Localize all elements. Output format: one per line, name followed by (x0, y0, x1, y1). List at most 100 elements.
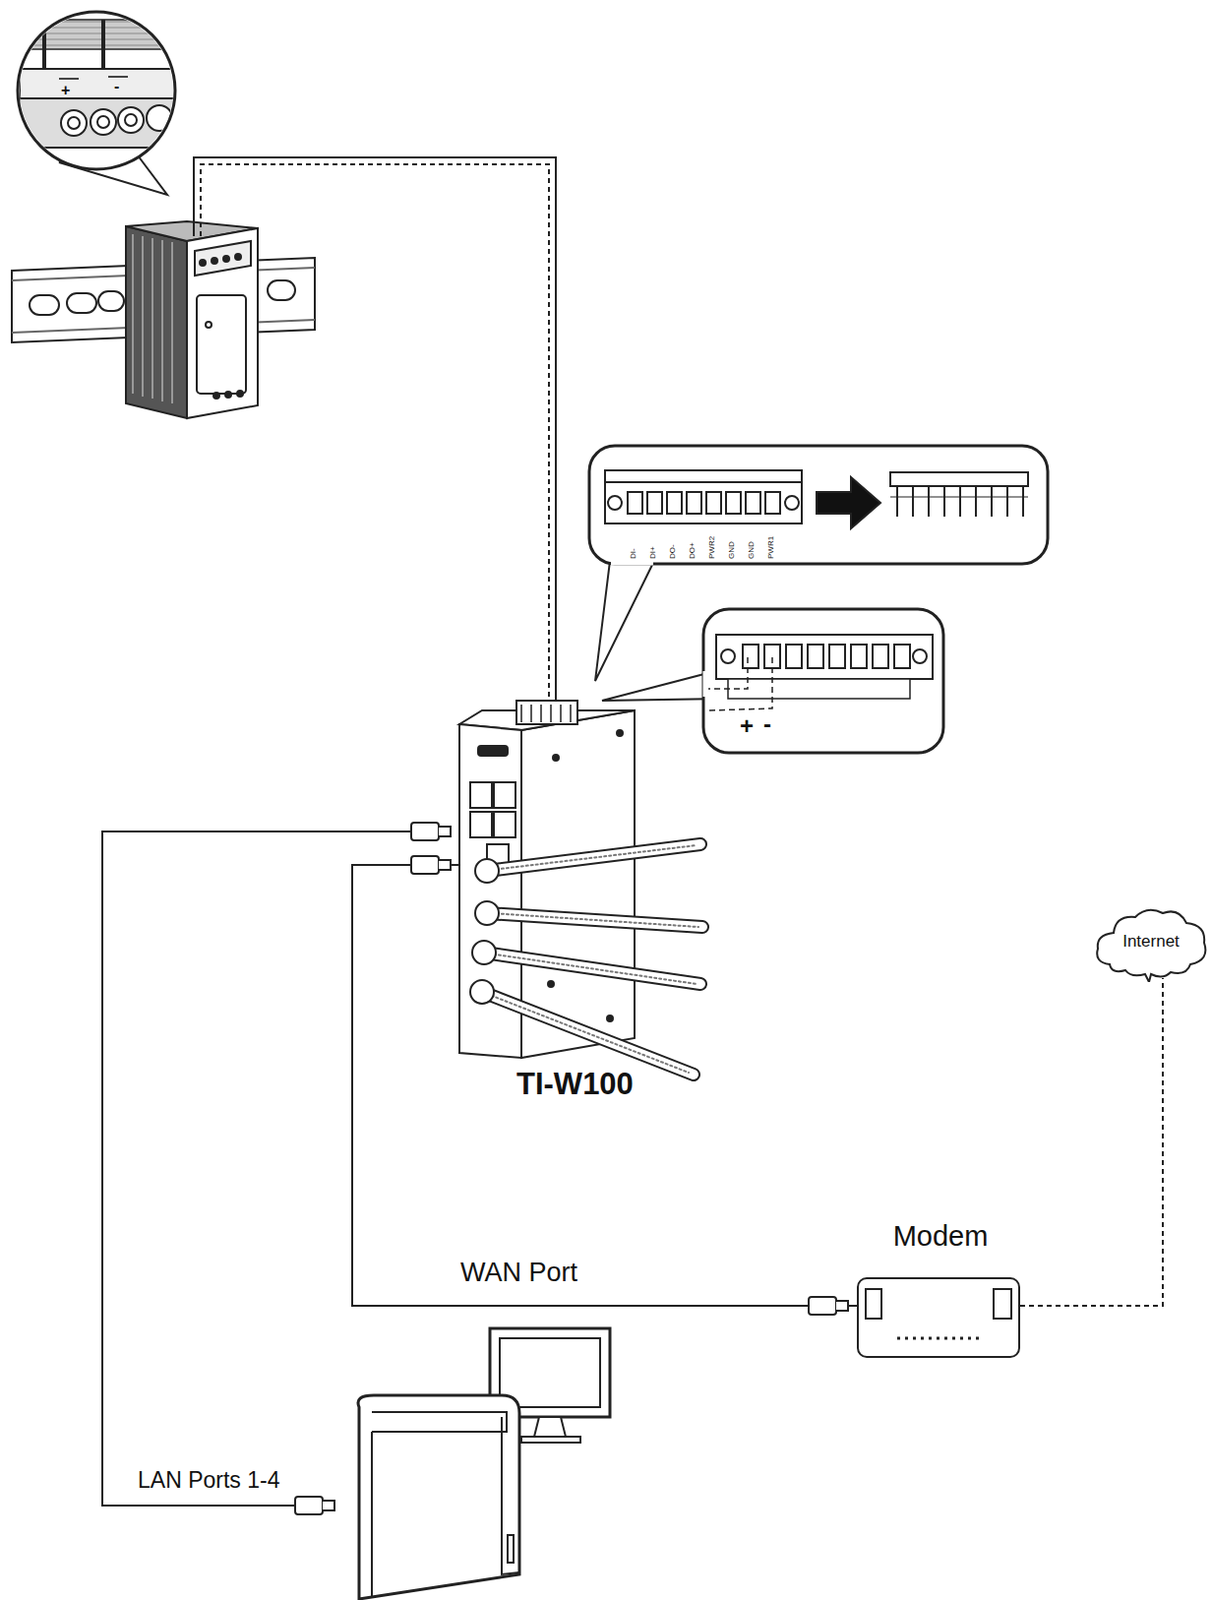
wiring-callout (727, 678, 910, 699)
zoom-callout (17, 11, 197, 195)
antenna-connector (472, 940, 496, 965)
wiring-callout (721, 649, 735, 664)
antenna (486, 844, 701, 871)
computer (521, 1436, 581, 1443)
antenna-connector (475, 901, 499, 925)
wiring-callout (602, 668, 724, 701)
terminal-callout (607, 495, 622, 510)
computer (501, 1416, 520, 1575)
pin-name: DI+ (649, 545, 658, 559)
wiring-callout (764, 644, 781, 668)
terminal-callout (785, 495, 799, 510)
terminal-callout (589, 445, 1048, 564)
pin-name: DO- (668, 544, 677, 559)
antenna (491, 912, 699, 927)
terminal-callout (686, 491, 702, 514)
terminal-callout (605, 482, 802, 524)
node-label: TI-W100 (516, 1068, 634, 1099)
polarity-mark: + (60, 82, 70, 99)
router-node: TI-W100 (459, 710, 638, 1061)
antenna (491, 845, 697, 870)
terminal-callout (890, 485, 1029, 497)
polarity-mark: - (114, 78, 120, 95)
power-supply (223, 255, 230, 262)
ethernet-ports (470, 782, 516, 866)
din-rail (267, 280, 296, 301)
rj45-plug (411, 822, 439, 841)
modem-detail (865, 1288, 1012, 1338)
wiring-callout (786, 644, 802, 668)
router-body (521, 710, 635, 1058)
router-body (478, 745, 508, 756)
router-body (521, 704, 571, 723)
antenna (482, 844, 703, 1075)
ethernet-ports (470, 811, 492, 838)
wiring-callout (708, 657, 773, 711)
power-supply (225, 391, 232, 398)
power-supply (196, 295, 246, 394)
terminal-callout (595, 560, 655, 681)
computer (534, 1416, 566, 1437)
zoom-callout (118, 107, 144, 133)
rj45-plug (438, 826, 451, 837)
terminal-callout (726, 491, 741, 514)
terminal-callout (627, 491, 781, 514)
terminal-callout (589, 445, 1048, 681)
computer (499, 1337, 601, 1407)
wiring-callout (602, 608, 944, 753)
modem-detail (897, 1336, 984, 1340)
pin-name: GND (747, 541, 756, 559)
computer (358, 1394, 520, 1599)
wiring-callout (703, 608, 944, 753)
internet-cloud: Internet (1091, 903, 1211, 982)
router-body (616, 729, 623, 736)
polarity-mark: + (739, 714, 754, 738)
rj45-plug (322, 1500, 335, 1511)
rj45-plug (836, 1300, 849, 1311)
terminal-callout (706, 491, 722, 514)
zoom-callout (67, 117, 80, 129)
zoom-callout (19, 19, 197, 148)
antenna (484, 952, 701, 984)
power-wire (193, 157, 556, 701)
port-label: LAN Ports 1-4 (137, 1468, 280, 1492)
power-supply (194, 241, 251, 276)
power-supply (132, 234, 173, 404)
modem-node: Modem (856, 1276, 1021, 1358)
terminal-callout (897, 485, 1024, 517)
zoom-callout (19, 98, 197, 148)
router-body (547, 980, 554, 987)
wiring-callout (716, 634, 933, 679)
zoom-callout (90, 109, 117, 135)
terminal-callout (610, 560, 654, 566)
node-label: Modem (858, 1221, 1023, 1251)
wiring-callout (894, 644, 910, 668)
antenna-connector (475, 858, 499, 883)
zoom-callout (19, 68, 197, 99)
wiring-callout (850, 644, 867, 668)
antenna (482, 991, 694, 1075)
router-body (516, 700, 578, 725)
zoom-callout (97, 116, 110, 128)
antenna (486, 912, 703, 927)
zoom-callout (60, 110, 87, 136)
computer (507, 1534, 514, 1563)
terminal-callout (647, 491, 663, 514)
rj45-plug (438, 859, 451, 870)
wiring-callout (742, 644, 910, 668)
terminal-callout (605, 470, 802, 483)
antenna (482, 991, 694, 1075)
pin-name: DO+ (688, 542, 697, 559)
din-rail (98, 291, 124, 311)
antenna (488, 953, 697, 984)
internet-link (1020, 977, 1163, 1306)
router-body (606, 1015, 613, 1022)
wiring-callout (912, 649, 927, 664)
modem-detail (993, 1288, 1012, 1319)
node-label: Internet (1091, 932, 1211, 950)
terminal-callout (666, 491, 682, 514)
computer (371, 1411, 507, 1432)
router-body (459, 700, 635, 1058)
